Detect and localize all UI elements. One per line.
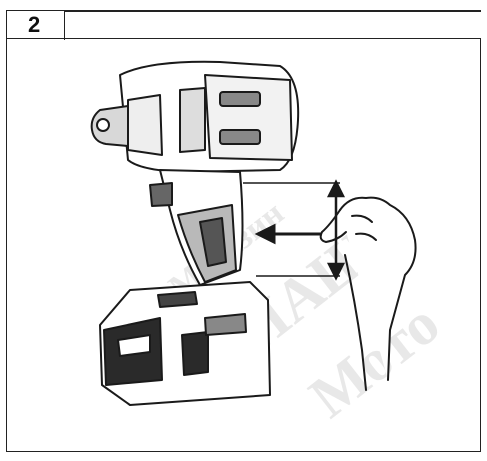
- tool-handle: [149, 169, 244, 286]
- top-rule: [64, 10, 481, 12]
- tool-head: [90, 60, 300, 173]
- figure-number-tab: 2: [6, 10, 65, 40]
- guide-lines: [243, 182, 340, 277]
- figure-border: [6, 38, 481, 452]
- left-arrow-icon: [254, 223, 322, 245]
- battery-pack: [99, 281, 271, 406]
- figure-number: 2: [28, 12, 41, 37]
- hand-illustration: [319, 196, 417, 391]
- double-vertical-arrow-icon: [326, 179, 346, 281]
